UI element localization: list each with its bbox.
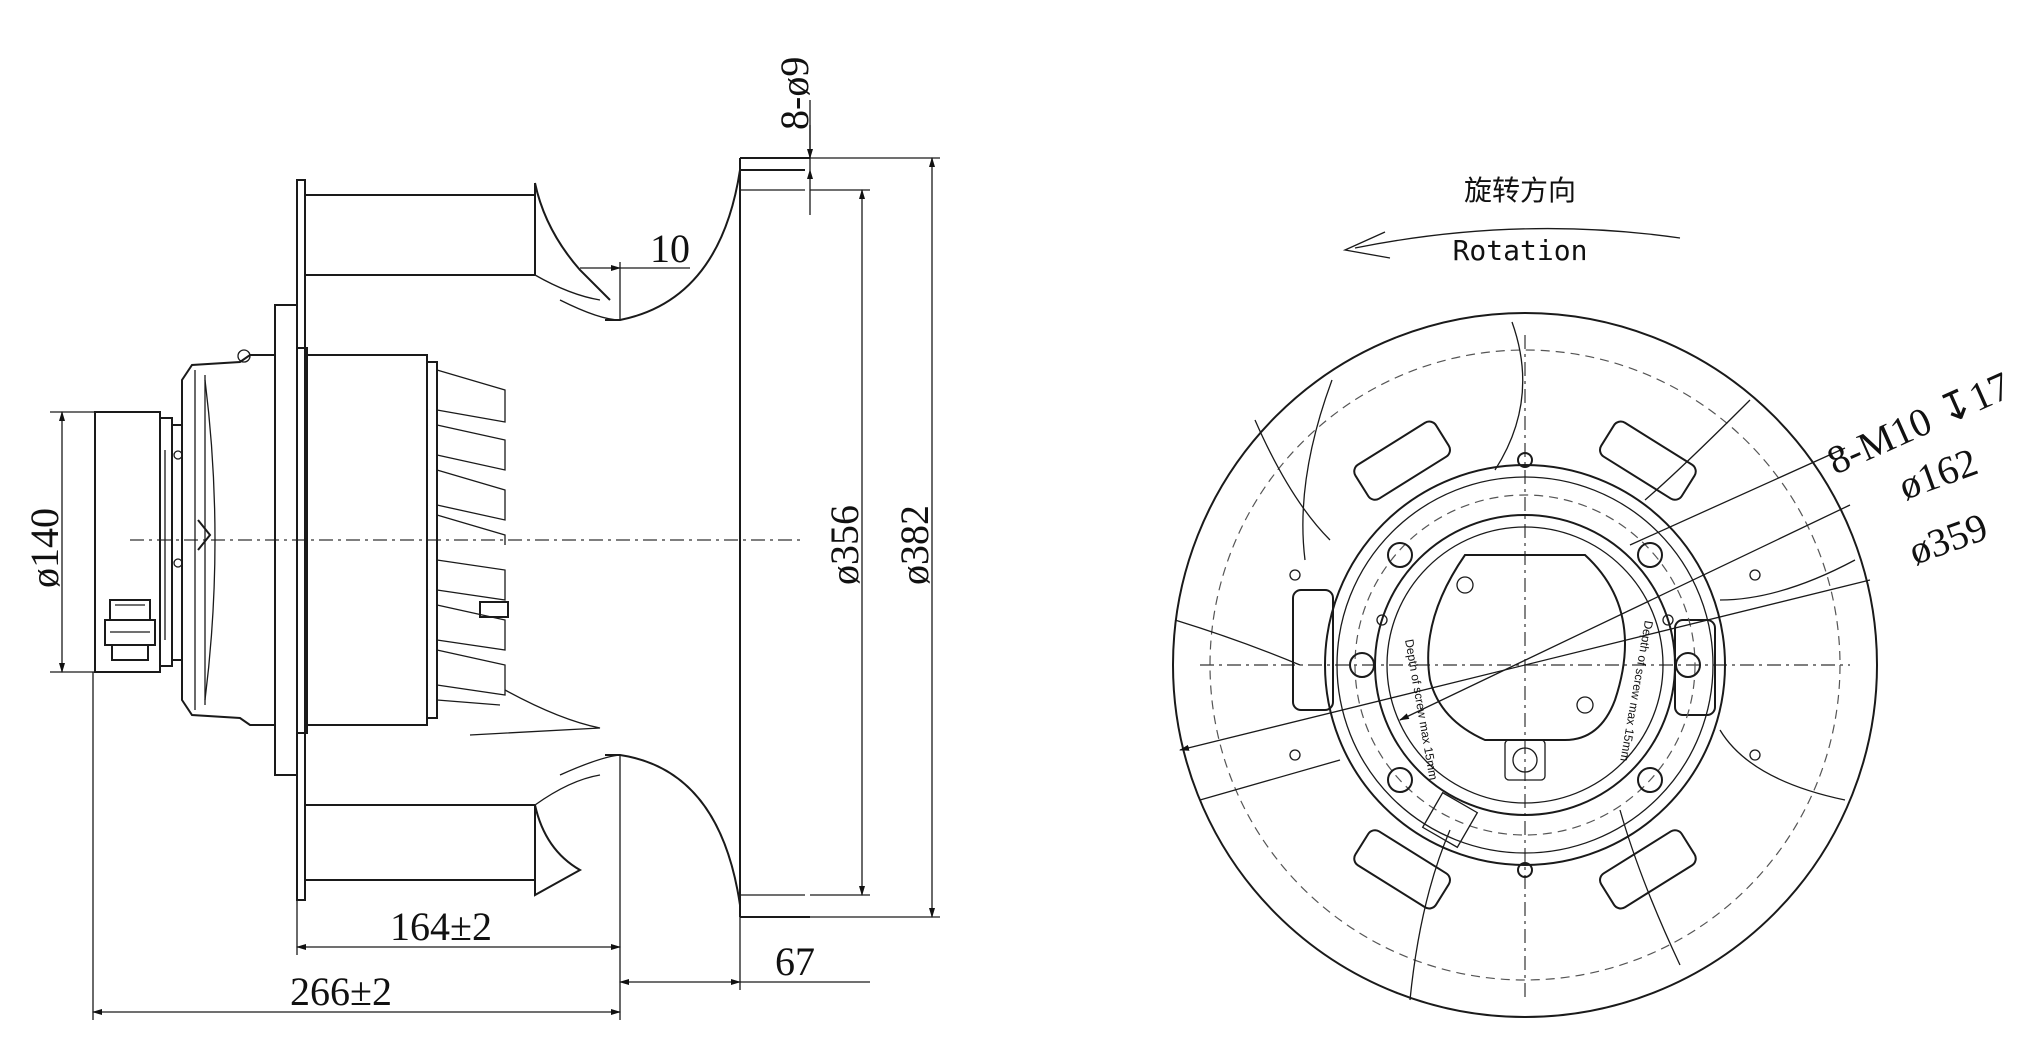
flange-ring [1324,464,1726,866]
impeller-blades [305,182,611,897]
hub-opening [1421,554,1626,849]
leader-lines [1179,447,1871,751]
terminal-box [94,411,183,673]
dim-length-67: 67 [775,939,815,984]
inlet-cone [559,157,810,918]
rotation-arrow [1354,227,1681,249]
bolt-circle [1354,494,1696,836]
dim-dia-359: ø359 [1903,504,1994,574]
front-view: 旋转方向 Rotation [1172,174,2017,1018]
dim-outer-dia: ø382 [892,505,937,585]
hub-ring-inner [1386,526,1664,804]
dim-holes: 8-ø9 [772,57,817,130]
dimension-lines [59,125,935,1015]
dim-motor-dia: ø140 [22,508,67,588]
side-view: 8-ø9 10 ø140 ø356 ø382 164±2 266±2 67 [22,57,940,1020]
dim-length-266: 266±2 [290,969,392,1014]
blades [1174,321,1856,1001]
dim-inlet-gap: 10 [650,226,690,271]
rotation-label-en: Rotation [1453,234,1588,267]
bolt-holes [1289,452,1761,878]
rotation-arrowhead [1342,231,1391,259]
rotation-label-cn: 旋转方向 [1464,174,1576,207]
extension-lines [50,100,940,1020]
outer-disc [1172,312,1878,1018]
motor-body [173,304,509,776]
inlet-hidden-circle [1209,349,1841,981]
flange-ring-inner [1336,476,1714,854]
dim-inlet-dia: ø356 [822,505,867,585]
dim-length-164: 164±2 [390,904,492,949]
